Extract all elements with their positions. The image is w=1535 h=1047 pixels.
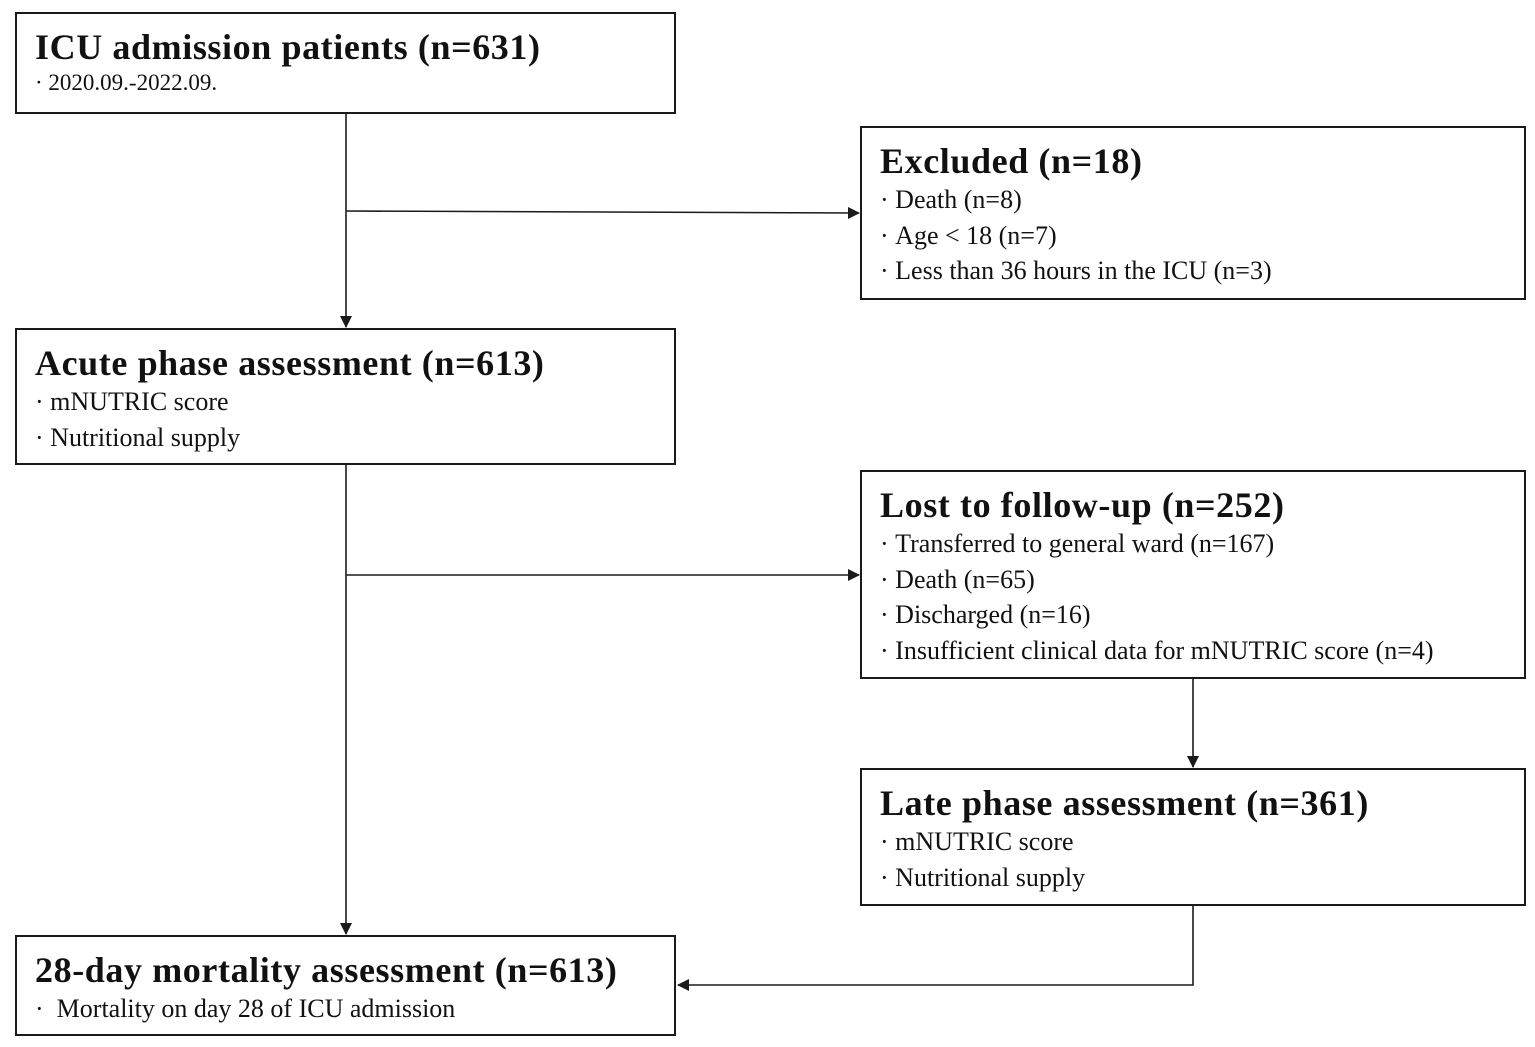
lost-to-follow-up-item: Discharged (n=16)	[880, 597, 1508, 633]
lost-to-follow-up-item: Death (n=65)	[880, 562, 1508, 598]
lost-to-follow-up-title: Lost to follow-up (n=252)	[880, 485, 1285, 525]
lost-to-follow-up-box: Lost to follow-up (n=252) Transferred to…	[860, 470, 1526, 679]
excluded-item: Death (n=8)	[880, 182, 1508, 218]
icu-admission-title: ICU admission patients (n=631)	[35, 27, 541, 67]
late-phase-items: mNUTRIC score Nutritional supply	[880, 824, 1508, 895]
excluded-title: Excluded (n=18)	[880, 141, 1143, 181]
excluded-item: Less than 36 hours in the ICU (n=3)	[880, 253, 1508, 289]
arrow-to-excluded	[345, 206, 860, 219]
acute-phase-title: Acute phase assessment (n=613)	[35, 343, 545, 383]
mortality-28day-items: Mortality on day 28 of ICU admission	[35, 991, 658, 1027]
late-phase-box: Late phase assessment (n=361) mNUTRIC sc…	[860, 768, 1526, 906]
acute-phase-item: Nutritional supply	[35, 420, 658, 456]
lost-to-follow-up-item: Transferred to general ward (n=167)	[880, 526, 1508, 562]
late-phase-item: mNUTRIC score	[880, 824, 1508, 860]
icu-admission-period: 2020.09.-2022.09.	[35, 68, 658, 98]
excluded-box: Excluded (n=18) Death (n=8) Age < 18 (n=…	[860, 126, 1526, 300]
acute-phase-item: mNUTRIC score	[35, 384, 658, 420]
late-phase-title: Late phase assessment (n=361)	[880, 783, 1369, 823]
mortality-28day-title: 28-day mortality assessment (n=613)	[35, 950, 618, 990]
lost-to-follow-up-items: Transferred to general ward (n=167) Deat…	[880, 526, 1508, 668]
late-phase-item: Nutritional supply	[880, 860, 1508, 896]
excluded-items: Death (n=8) Age < 18 (n=7) Less than 36 …	[880, 182, 1508, 289]
excluded-item: Age < 18 (n=7)	[880, 218, 1508, 254]
mortality-28day-item: Mortality on day 28 of ICU admission	[35, 991, 658, 1027]
lost-to-follow-up-item: Insufficient clinical data for mNUTRIC s…	[880, 633, 1508, 669]
acute-phase-box: Acute phase assessment (n=613) mNUTRIC s…	[15, 328, 676, 465]
mortality-28day-box: 28-day mortality assessment (n=613) Mort…	[15, 935, 676, 1036]
arrow-late-phase-to-28day	[677, 906, 1194, 991]
acute-phase-items: mNUTRIC score Nutritional supply	[35, 384, 658, 455]
icu-admission-box: ICU admission patients (n=631) 2020.09.-…	[15, 12, 676, 114]
icu-admission-items: 2020.09.-2022.09.	[35, 68, 658, 98]
